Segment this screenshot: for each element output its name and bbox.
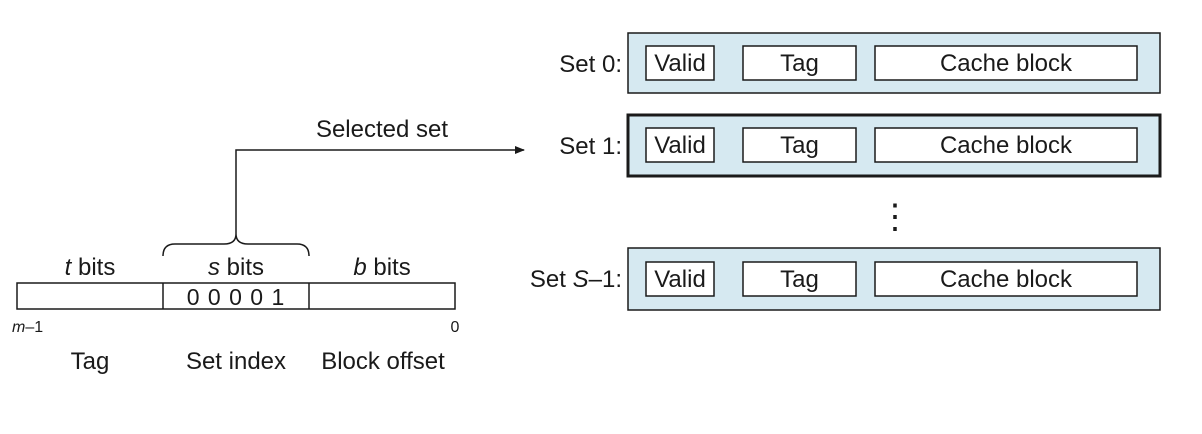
- set-1-tag-label: Tag: [780, 132, 819, 159]
- set-last-valid-box: [645, 261, 715, 297]
- block-offset-bits-header: b bits: [353, 254, 410, 281]
- set-selection-connector: Selected set: [162, 116, 525, 257]
- msb-position-label: m–1: [12, 319, 43, 336]
- set-1-label: Set 1:: [559, 133, 622, 160]
- set-0-cache-block-box: [874, 45, 1138, 81]
- address-box: [16, 282, 456, 310]
- address-fields: t bits s bits b bits 0 0 0 0 1 m–1 0 Tag…: [12, 254, 460, 375]
- cache-set-0: Set 0: Valid Tag Cache block: [559, 32, 1161, 94]
- set-last-tag-box: [742, 261, 857, 297]
- set-last-tag-label: Tag: [780, 266, 819, 293]
- set-1-cache-block-box: [874, 127, 1138, 163]
- set-last-valid-label: Valid: [654, 266, 706, 293]
- cache-sets: Set 0: Valid Tag Cache block Set 1: Vali…: [530, 32, 1162, 311]
- set-0-valid-box: [645, 45, 715, 81]
- block-offset-field-name: Block offset: [321, 348, 445, 375]
- sets-ellipsis: ⋮: [878, 198, 912, 236]
- set-0-cache-block-label: Cache block: [940, 50, 1073, 77]
- tag-field-name: Tag: [71, 348, 110, 375]
- set-index-value: 0 0 0 0 1: [187, 284, 286, 310]
- lsb-position-label: 0: [451, 319, 460, 336]
- set-index-bits-header: s bits: [208, 254, 264, 281]
- set-index-brace: [162, 233, 310, 257]
- set-last-label: Set S–1:: [530, 266, 622, 293]
- set-1-valid-label: Valid: [654, 132, 706, 159]
- selected-set-label: Selected set: [316, 116, 448, 143]
- set-1-cache-block-label: Cache block: [940, 132, 1073, 159]
- set-0-tag-label: Tag: [780, 50, 819, 77]
- set-0-tag-box: [742, 45, 857, 81]
- set-1-valid-box: [645, 127, 715, 163]
- set-0-valid-label: Valid: [654, 50, 706, 77]
- set-0-label: Set 0:: [559, 51, 622, 78]
- tag-bits-header: t bits: [65, 254, 116, 281]
- cache-set-last: Set S–1: Valid Tag Cache block: [530, 247, 1161, 311]
- set-index-field-name: Set index: [186, 348, 286, 375]
- set-1-tag-box: [742, 127, 857, 163]
- cache-set-1: Set 1: Valid Tag Cache block: [559, 113, 1162, 178]
- set-last-cache-block-box: [874, 261, 1138, 297]
- selection-arrow: [235, 146, 525, 234]
- set-last-cache-block-label: Cache block: [940, 266, 1073, 293]
